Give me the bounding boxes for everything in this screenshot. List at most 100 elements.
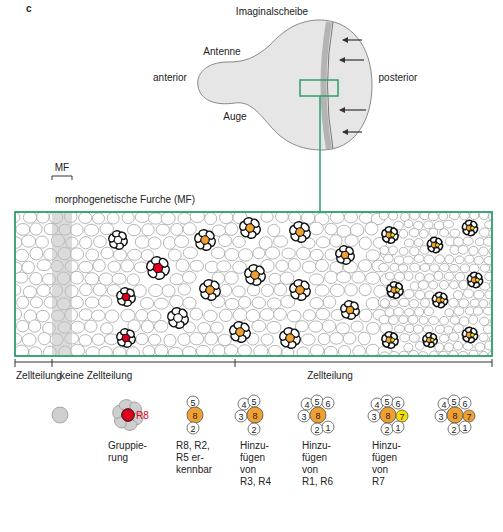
r7-cell bbox=[471, 333, 475, 337]
cell bbox=[352, 271, 365, 283]
furrow-zone bbox=[52, 212, 72, 356]
cell bbox=[480, 228, 490, 237]
cell bbox=[389, 299, 398, 307]
cell bbox=[385, 272, 394, 280]
r7-cell bbox=[471, 226, 475, 230]
cell bbox=[233, 309, 247, 322]
cell bbox=[22, 334, 36, 347]
cell bbox=[309, 321, 323, 332]
cell bbox=[164, 334, 176, 347]
cell bbox=[190, 212, 204, 223]
cell bbox=[178, 334, 191, 346]
cell bbox=[404, 290, 414, 299]
cell bbox=[309, 222, 323, 235]
cell bbox=[424, 255, 434, 264]
r8-cell bbox=[246, 224, 254, 232]
cell bbox=[135, 212, 149, 223]
cell bbox=[16, 224, 30, 236]
cell bbox=[483, 325, 492, 334]
cell bbox=[156, 224, 169, 235]
part-label: Auge bbox=[223, 111, 246, 123]
cell bbox=[30, 223, 42, 235]
photoreceptor-cell bbox=[187, 407, 203, 423]
cell bbox=[444, 272, 454, 280]
cell bbox=[310, 345, 324, 356]
cell bbox=[424, 307, 433, 316]
cell bbox=[439, 281, 448, 290]
cell bbox=[413, 325, 422, 333]
cell bbox=[254, 345, 268, 356]
cell bbox=[85, 320, 97, 332]
cell bbox=[211, 247, 225, 258]
cell bbox=[274, 236, 288, 247]
cell bbox=[196, 345, 210, 356]
cell bbox=[455, 256, 464, 264]
cell bbox=[70, 296, 83, 308]
photoreceptor-cell bbox=[368, 410, 380, 422]
cell bbox=[253, 248, 265, 259]
r8-cell bbox=[206, 286, 214, 294]
cell bbox=[359, 237, 371, 249]
cell bbox=[143, 346, 155, 356]
cell bbox=[205, 332, 218, 345]
mf-bracket bbox=[52, 176, 72, 180]
cell bbox=[366, 298, 379, 310]
cell bbox=[419, 316, 428, 324]
cell bbox=[301, 334, 315, 345]
cell bbox=[318, 333, 330, 344]
cell bbox=[454, 341, 463, 350]
cell bbox=[233, 236, 246, 247]
cell-number: 2 bbox=[314, 425, 319, 435]
cell bbox=[260, 309, 274, 321]
cell bbox=[405, 324, 414, 332]
cell bbox=[343, 333, 356, 345]
cell bbox=[330, 235, 342, 247]
cell bbox=[460, 212, 470, 220]
cell bbox=[86, 249, 99, 261]
furrow-band bbox=[324, 22, 330, 149]
cell-number: 5 bbox=[451, 397, 456, 407]
cell bbox=[449, 264, 459, 272]
cell bbox=[94, 236, 107, 248]
cell bbox=[176, 259, 189, 272]
photoreceptor-cell bbox=[235, 410, 247, 422]
cell bbox=[218, 334, 231, 345]
cell bbox=[440, 264, 450, 272]
cell bbox=[336, 323, 349, 334]
r8-cell bbox=[122, 409, 135, 422]
cell bbox=[217, 261, 231, 272]
part-label: morphogenetische Furche (MF) bbox=[55, 194, 195, 206]
photoreceptor-cell bbox=[380, 407, 396, 423]
cell bbox=[17, 320, 29, 331]
cell bbox=[149, 284, 163, 296]
imaginal-disc bbox=[198, 20, 372, 150]
cell bbox=[420, 264, 430, 272]
cell bbox=[136, 333, 148, 344]
cell bbox=[429, 281, 438, 289]
cell bbox=[287, 310, 301, 322]
cell bbox=[366, 272, 380, 284]
cell bbox=[183, 223, 196, 236]
division-bracket bbox=[15, 359, 492, 367]
part-label: MF bbox=[55, 162, 69, 174]
cell bbox=[15, 272, 28, 283]
cell bbox=[418, 281, 428, 290]
cell bbox=[345, 284, 358, 296]
cell bbox=[367, 322, 380, 334]
cell bbox=[435, 325, 444, 333]
cell-number: 1 bbox=[325, 423, 330, 433]
cell bbox=[70, 248, 83, 260]
cell-number: 3 bbox=[238, 412, 243, 422]
photoreceptor-cell bbox=[187, 396, 199, 408]
cell bbox=[399, 316, 408, 324]
r7-cell bbox=[476, 278, 480, 282]
cell bbox=[366, 344, 379, 356]
cell bbox=[37, 284, 51, 296]
cell bbox=[261, 334, 273, 345]
cell bbox=[454, 237, 464, 246]
cell-number: 4 bbox=[374, 400, 379, 410]
cell bbox=[484, 237, 492, 246]
cell bbox=[71, 344, 85, 356]
cell bbox=[395, 272, 405, 281]
